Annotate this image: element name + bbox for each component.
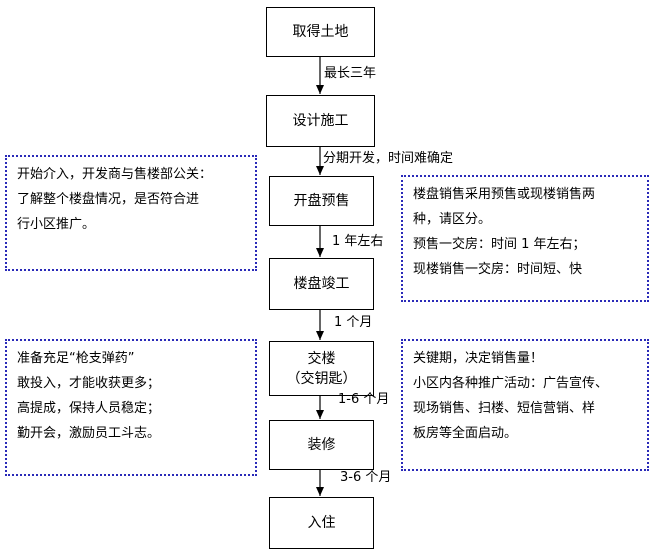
step-sublabel: （交钥匙）: [286, 370, 357, 387]
note-line: 行小区推广。: [17, 217, 96, 232]
connector-label: 最长三年: [324, 66, 377, 81]
connector-label: 分期开发，时间难确定: [323, 151, 454, 166]
note-line: 种，请区分。: [413, 212, 492, 227]
step-label: 开盘预售: [293, 193, 350, 209]
step-label: 取得土地: [292, 24, 349, 40]
note-line: 楼盘销售采用预售或现楼销售两: [413, 187, 596, 202]
note-right-bottom: 关键期，决定销售量！ 小区内各种推广活动：广告宣传、 现场销售、扫楼、短信营销、…: [401, 339, 649, 471]
note-line: 敢投入，才能收获更多；: [17, 376, 161, 391]
step-move-in: 入住: [269, 497, 374, 549]
step-label: 设计施工: [292, 113, 349, 129]
connector-label: 1-6 个月: [338, 392, 390, 407]
connector-label: 1 年左右: [332, 234, 384, 249]
note-line: 准备充足“枪支弹药”: [17, 351, 135, 366]
step-label: 交楼: [307, 350, 336, 367]
note-line: 关键期，决定销售量！: [413, 351, 544, 366]
note-line: 开始介入，开发商与售楼部公关：: [17, 167, 213, 182]
note-line: 小区内各种推广活动：广告宣传、: [413, 376, 609, 391]
step-label: 楼盘竣工: [293, 276, 350, 292]
note-line: 预售一交房：时间 1 年左右；: [413, 237, 586, 252]
step-label: 装修: [307, 437, 336, 453]
note-line: 勤开会，激励员工斗志。: [17, 426, 161, 441]
note-line: 现楼销售一交房：时间短、快: [413, 262, 583, 277]
note-line: 高提成，保持人员稳定；: [17, 401, 161, 416]
step-presale-opening: 开盘预售: [269, 176, 374, 226]
note-line: 板房等全面启动。: [413, 426, 518, 441]
note-left-top: 开始介入，开发商与售楼部公关： 了解整个楼盘情况，是否符合进 行小区推广。: [5, 155, 257, 271]
note-line: 了解整个楼盘情况，是否符合进: [17, 192, 200, 207]
note-left-bottom: 准备充足“枪支弹药” 敢投入，才能收获更多； 高提成，保持人员稳定； 勤开会，激…: [5, 339, 257, 476]
note-right-top: 楼盘销售采用预售或现楼销售两 种，请区分。 预售一交房：时间 1 年左右； 现楼…: [401, 175, 649, 302]
note-line: 现场销售、扫楼、短信营销、样: [413, 401, 596, 416]
step-completion: 楼盘竣工: [269, 258, 374, 310]
step-label: 入住: [307, 515, 336, 531]
connector-label: 3-6 个月: [340, 470, 392, 485]
step-decoration: 装修: [269, 420, 374, 470]
step-design-construction: 设计施工: [266, 95, 375, 147]
step-acquire-land: 取得土地: [266, 7, 375, 57]
step-handover: 交楼 （交钥匙）: [269, 341, 374, 396]
connector-label: 1 个月: [334, 315, 373, 330]
